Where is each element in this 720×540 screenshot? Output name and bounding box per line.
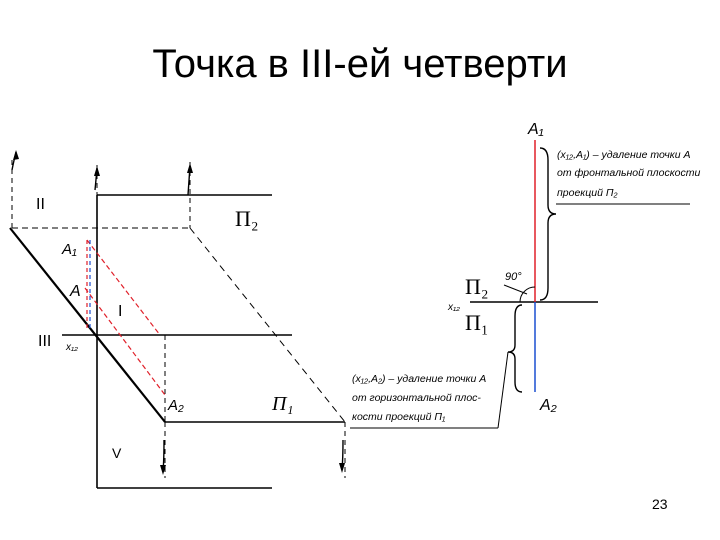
angle-arc [519,286,536,303]
brace-lower-icon [507,304,523,393]
slide-title: Точка в III-ей четверти [152,42,568,86]
epure-plane-label-upper: П₂ [465,274,489,299]
quadrant-1-label: I [118,303,122,320]
epure-plane-label-lower: П₁ [465,310,489,335]
quadrant-3-label: III [38,333,51,350]
red-line-a-to-a2 [84,287,166,396]
quadrant-4-label: V [112,445,122,461]
epure-point-a2: A₂ [539,397,557,414]
page-number: 23 [652,496,668,512]
point-label-a: A [69,283,81,300]
note-horizontal-line-2: от горизонтальной плос- [352,392,481,404]
point-label-x12-left: x₁₂ [65,342,78,353]
plane-label-frontal: П₂ [235,206,259,231]
epure-point-a1: A₁ [527,121,544,138]
arrow-right-head-icon [187,163,193,173]
angle-leader [503,284,528,295]
brace-upper-icon [539,147,557,301]
point-label-a2: A₂ [167,397,184,414]
note-frontal-line-1: (x₁₂,A₁) – удаление точки А [557,149,691,161]
arrow-down-far-head-icon [339,463,345,473]
quadrant-2-label: II [36,196,45,213]
note-frontal-line-2: от фронтальной плоскости [557,167,700,179]
hidden-diagonal [189,227,346,423]
arrow-left-head-icon [13,150,19,160]
arrow-mid-head-icon [94,166,100,176]
point-label-a1: A₁ [61,241,77,258]
epure-x12-label: x₁₂ [447,302,460,313]
red-line-a1-to-frontal [86,239,161,336]
plane-label-horizontal: П₁ [271,393,293,415]
note-horizontal-line-3: кости проекций П₁ [352,411,446,423]
note-horizontal-leader [497,351,509,429]
angle-label: 90° [505,271,522,283]
note-frontal-line-3: проекций П₂ [557,187,617,199]
arrow-down-mid-head-icon [160,465,166,475]
note-horizontal-line-1: (x₁₂,A₂) – удаление точки А [352,373,486,385]
